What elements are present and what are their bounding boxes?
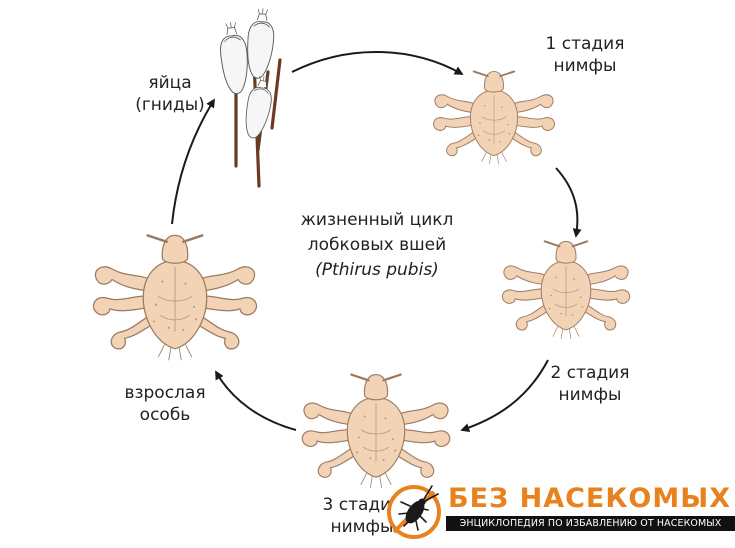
label-nymph-stage-1-line-2: нимфы [553,56,617,76]
arrow-nymph1-to-nymph2 [555,167,582,238]
arrow-eggs-to-nymph1 [291,51,464,75]
brand-logo: БЕЗ НАСЕКОМЫХ ЭНЦИКЛОПЕДИЯ ПО ИЗБАВЛЕНИЮ… [384,478,735,548]
brand-title: БЕЗ НАСЕКОМЫХ [448,483,732,514]
label-nymph-stage-3-line-1: 3 стадия [322,495,402,515]
label-eggs-line-1: яйца [148,73,192,93]
adult-louse [92,234,258,362]
diagram-title: жизненный цикл лобковых вшей (Pthirus pu… [262,208,492,283]
label-nymph-stage-2: 2 стадия нимфы [525,362,655,406]
brand-tagline-strip: ЭНЦИКЛОПЕДИЯ ПО ИЗБАВЛЕНИЮ ОТ НАСЕКОМЫХ [446,516,735,531]
label-nymph-stage-2-line-1: 2 стадия [550,363,630,383]
label-eggs-line-2: (гниды) [135,95,205,115]
label-adult-line-1: взрослая [124,383,206,403]
nymph-stage-3 [301,373,451,489]
cockroach-emblem-icon [387,485,441,539]
label-adult-line-2: особь [139,405,191,425]
arrow-nymph3-to-adult [215,370,297,431]
label-nymph-stage-1-line-1: 1 стадия [545,34,625,54]
diagram-title-line-1: жизненный цикл [300,210,454,230]
label-eggs: яйца (гниды) [118,72,222,116]
arrow-nymph2-to-nymph3 [460,359,549,432]
brand-tagline: ЭНЦИКЛОПЕДИЯ ПО ИЗБАВЛЕНИЮ ОТ НАСЕКОМЫХ [459,518,722,529]
nymph-stage-1 [432,70,556,166]
nymph-stage-2 [501,240,631,340]
nits-on-hairs [217,7,282,188]
label-nymph-stage-3-line-2: нимфы [330,517,394,537]
diagram-title-line-2: лобковых вшей [307,235,447,255]
label-adult: взрослая особь [100,382,230,426]
diagram-title-scientific-name: (Pthirus pubis) [315,260,439,280]
arrow-adult-to-eggs [171,98,215,225]
label-nymph-stage-1: 1 стадия нимфы [520,33,650,77]
label-nymph-stage-2-line-2: нимфы [558,385,622,405]
cycle-arrows [171,51,582,432]
label-nymph-stage-3: 3 стадия нимфы [312,494,412,538]
